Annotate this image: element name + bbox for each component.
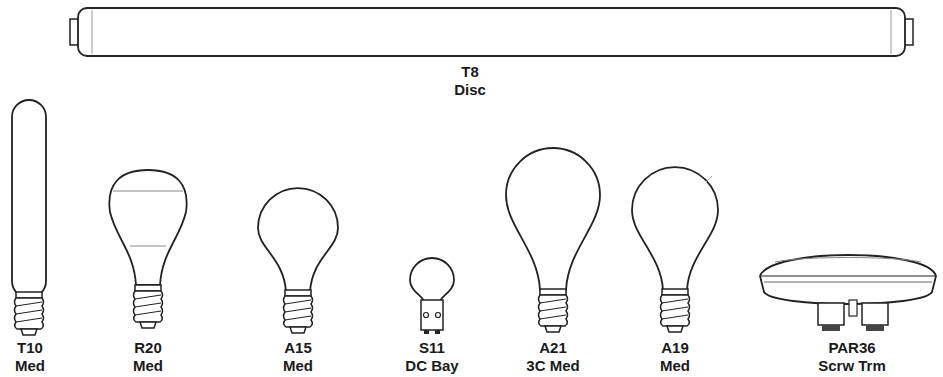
a21-bulb: [506, 148, 600, 332]
r20-bulb: [109, 170, 186, 328]
lamp-code: T10: [17, 339, 43, 356]
lamp-code: A19: [661, 339, 689, 356]
base-type: DC Bay: [405, 357, 458, 374]
base-type: Disc: [454, 81, 486, 98]
base-type: Med: [283, 357, 313, 374]
a19-bulb: [632, 167, 718, 332]
lamp-code: S11: [419, 339, 445, 356]
s11-bulb: [410, 258, 454, 334]
lamp-code: A15: [284, 339, 312, 356]
lamp-code: PAR36: [828, 339, 875, 356]
t8-tube: [70, 8, 913, 56]
base-type: Scrw Trm: [818, 357, 886, 374]
lamp-code: A21: [539, 339, 567, 356]
lamp-code: R20: [134, 339, 162, 356]
lamp-code: T8: [461, 63, 479, 80]
par36-lamp: [760, 255, 936, 331]
base-type: Med: [133, 357, 163, 374]
a15-bulb: [258, 188, 338, 333]
t10-bulb: [12, 100, 46, 335]
base-type: Med: [660, 357, 690, 374]
base-type: Med: [15, 357, 45, 374]
base-type: 3C Med: [526, 357, 579, 374]
